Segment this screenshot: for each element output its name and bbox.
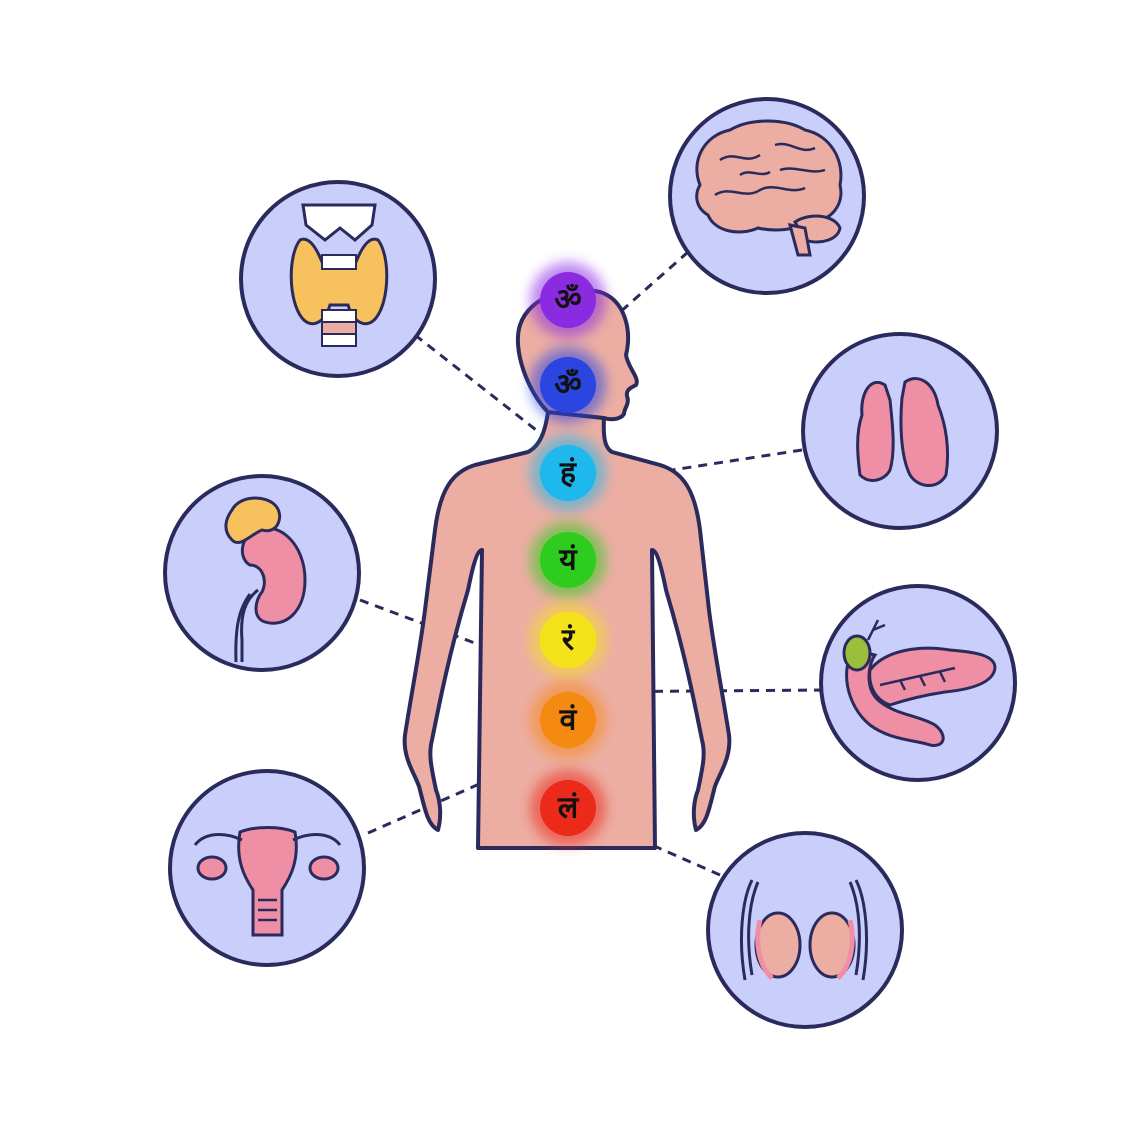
gland-kidney-adrenal — [163, 474, 361, 672]
spermatic-cord-right — [848, 879, 869, 981]
chakra-syllable: हं — [559, 456, 577, 491]
trachea-ring — [321, 309, 357, 323]
gland-thymus — [801, 332, 999, 530]
kidney — [240, 526, 307, 625]
uterus — [237, 826, 298, 937]
gland-circle — [706, 831, 904, 1029]
trachea-ring — [321, 333, 357, 347]
trachea-ring — [321, 321, 357, 335]
chakra-disc — [540, 612, 596, 668]
chakra-disc — [540, 780, 596, 836]
connector-kidney — [359, 598, 569, 680]
gland-pancreas — [819, 584, 1017, 782]
gland-testes — [706, 831, 904, 1029]
ovary-right — [308, 855, 340, 881]
chakra-disc — [540, 532, 596, 588]
thymus-left-lobe — [856, 381, 895, 482]
thyroid-cartilage — [301, 203, 377, 242]
spermatic-cord-left — [739, 879, 760, 981]
brain-stem — [787, 223, 812, 257]
chakra-disc — [540, 445, 596, 501]
chakra-syllable: ॐ — [554, 368, 581, 403]
bile-duct — [866, 619, 956, 691]
ureter — [234, 588, 259, 663]
pancreas-body — [868, 646, 997, 707]
fallopian-tubes — [193, 833, 342, 847]
gland-brain — [668, 97, 866, 295]
chakra-syllable: वं — [559, 703, 578, 738]
chakra-syllable: ॐ — [554, 283, 581, 318]
chakra-disc — [540, 692, 596, 748]
brain-folds — [714, 142, 826, 197]
chakra-column: ॐ ॐ हं यं रं वं लं — [530, 262, 606, 846]
epididymis — [755, 919, 855, 980]
chakra-disc — [540, 272, 596, 328]
gland-thyroid — [239, 180, 437, 378]
connector-thymus — [574, 448, 803, 487]
chakra-disc — [540, 357, 596, 413]
gland-uterus-ovaries — [168, 769, 366, 967]
chakra-syllable: रं — [561, 623, 576, 658]
chakra-syllable: लं — [557, 791, 580, 826]
ovary-left — [196, 855, 228, 881]
adrenal — [224, 496, 281, 545]
cervix-lines — [258, 898, 277, 922]
gallbladder — [842, 634, 872, 672]
chakra-syllable: यं — [558, 543, 578, 578]
thymus-right-lobe — [899, 377, 950, 487]
trachea-ring — [321, 254, 357, 270]
duodenum — [845, 648, 945, 747]
